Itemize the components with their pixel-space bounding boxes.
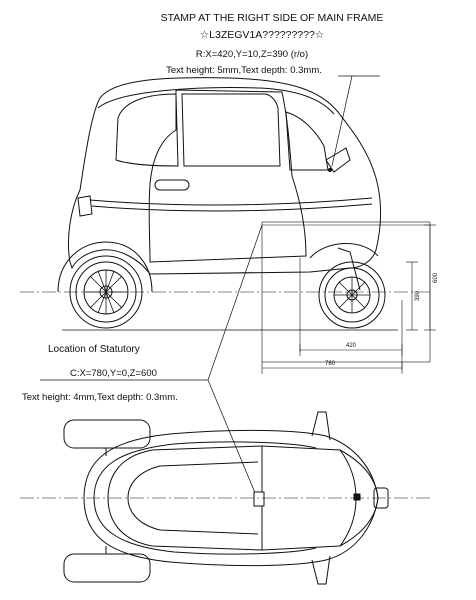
front-window — [285, 111, 329, 171]
door-outline — [148, 89, 307, 263]
vin-pattern: ☆L3ZEGV1A?????????☆ — [200, 29, 325, 41]
statutory-text-spec: Text height: 4mm,Text depth: 0.3mm. — [22, 392, 178, 403]
top-view — [20, 411, 430, 585]
statutory-label: Location of Statutory — [48, 344, 140, 355]
door-window — [181, 93, 281, 167]
statutory-coordinates: C:X=780,Y=0,Z=600 — [70, 368, 157, 379]
front-wheel — [318, 261, 386, 329]
dimension-lines — [261, 221, 436, 374]
rear-right-wheel — [63, 553, 151, 583]
side-view — [20, 77, 430, 331]
mirror-left — [311, 411, 331, 441]
mirror-right — [311, 555, 331, 585]
door-handle — [154, 179, 190, 191]
dim-height-inner: 390 — [415, 290, 421, 301]
leader-lines — [40, 75, 380, 501]
rear-lamp — [77, 195, 93, 217]
dim-length-outer: 780 — [325, 361, 336, 367]
stamp-text-spec: Text height: 5mm,Text depth: 0.3mm. — [166, 65, 322, 76]
stamp-heading: STAMP AT THE RIGHT SIDE OF MAIN FRAME — [161, 12, 384, 24]
side-body-outline — [67, 77, 381, 275]
stamp-coordinates: R:X=420,Y=10,Z=390 (r/o) — [196, 49, 308, 60]
rear-window — [115, 93, 179, 167]
side-mirror — [325, 147, 351, 173]
dim-length-inner: 420 — [346, 343, 357, 349]
dim-height-outer: 600 — [433, 272, 439, 283]
rear-left-wheel — [63, 419, 151, 449]
